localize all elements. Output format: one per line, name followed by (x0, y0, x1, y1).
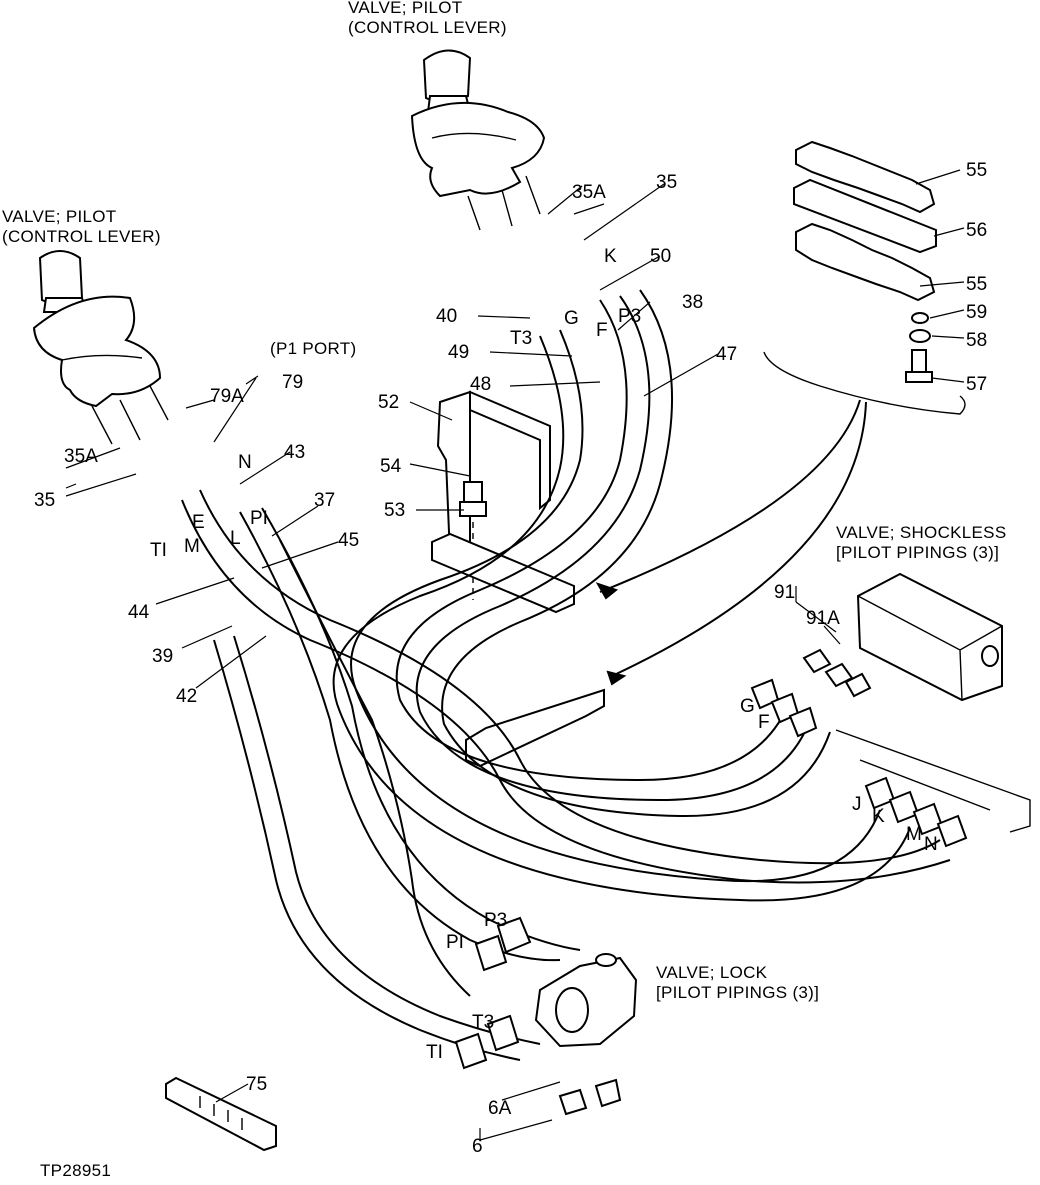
port-g-right: G (740, 696, 755, 717)
part-number-57: 57 (966, 374, 987, 395)
port-f-top: F (596, 320, 608, 341)
shockless-valve-title-line-2: [PILOT PIPINGS (3)] (836, 543, 999, 562)
top-pilot-valve (410, 49, 546, 231)
part-number-55-lower: 55 (966, 274, 987, 295)
top-valve-title-line-2: (CONTROL LEVER) (348, 18, 507, 37)
part-number-38: 38 (682, 292, 703, 313)
port-p3-top: P3 (618, 306, 641, 327)
port-pi-left: PI (250, 508, 268, 529)
part-number-58: 58 (966, 330, 987, 351)
part-number-35a-top: 35A (572, 182, 606, 203)
figure-id: TP28951 (40, 1161, 111, 1180)
part-number-56: 56 (966, 220, 987, 241)
left-valve-title-line-1: VALVE; PILOT (2, 207, 116, 226)
clamp-assembly (595, 140, 966, 686)
part-number-47: 47 (716, 344, 737, 365)
port-pi-lock: PI (446, 932, 464, 953)
band-tie-75 (165, 1076, 277, 1152)
part-number-49: 49 (448, 342, 469, 363)
port-j-right: J (852, 794, 862, 815)
port-g-top: G (564, 308, 579, 329)
port-letter-labels: K T3 G F P3 N E PI TI M L G F J K M N P3… (150, 246, 938, 1063)
part-number-45: 45 (338, 530, 359, 551)
port-k-top: K (604, 246, 617, 267)
lock-valve (454, 916, 638, 1116)
part-number-55-upper: 55 (966, 160, 987, 181)
part-number-59: 59 (966, 302, 987, 323)
part-number-6a: 6A (488, 1098, 512, 1119)
leader-lines (65, 169, 965, 1141)
part-number-54: 54 (380, 456, 402, 477)
port-n-left: N (238, 452, 252, 473)
part-number-53: 53 (384, 500, 405, 521)
lock-valve-title-line-2: [PILOT PIPINGS (3)] (656, 983, 819, 1002)
port-t3-top: T3 (510, 328, 532, 349)
port-k-right: K (872, 806, 885, 827)
part-number-48: 48 (470, 374, 491, 395)
part-number-79: 79 (282, 372, 303, 393)
port-e-left: E (192, 512, 205, 533)
left-pilot-valve (32, 250, 169, 445)
port-ti-left: TI (150, 540, 167, 561)
port-n-right: N (924, 834, 938, 855)
part-number-35-left: 35 (34, 490, 55, 511)
port-m-left: M (184, 536, 200, 557)
bracket-52 (436, 390, 551, 600)
part-number-40: 40 (436, 306, 457, 327)
part-number-50: 50 (650, 246, 671, 267)
part-number-44: 44 (128, 602, 150, 623)
part-number-6: 6 (472, 1136, 483, 1157)
shockless-valve-title-line-1: VALVE; SHOCKLESS (836, 523, 1006, 542)
part-number-35-top: 35 (656, 172, 677, 193)
part-number-91a: 91A (806, 608, 840, 629)
title-labels: VALVE; PILOT (CONTROL LEVER) VALVE; PILO… (2, 0, 1006, 1180)
lock-valve-title-line-1: VALVE; LOCK (656, 963, 768, 982)
right-fittings (864, 776, 968, 848)
part-number-43: 43 (284, 442, 305, 463)
part-number-42: 42 (176, 686, 197, 707)
port-p3-lock: P3 (484, 910, 507, 931)
port-m-right: M (906, 824, 922, 845)
top-valve-title-line-1: VALVE; PILOT (348, 0, 462, 17)
port-f-right: F (758, 712, 770, 733)
part-number-91: 91 (774, 582, 795, 603)
part-number-39: 39 (152, 646, 173, 667)
shockless-valve (750, 572, 1031, 833)
p1-port-label: (P1 PORT) (270, 339, 356, 358)
port-t3-lock: T3 (472, 1012, 494, 1033)
part-number-37: 37 (314, 490, 335, 511)
port-l-left: L (230, 528, 241, 549)
part-number-labels: 35A 35 50 38 40 49 48 47 52 54 53 55 56 … (34, 160, 987, 1157)
part-number-52: 52 (378, 392, 399, 413)
hose-clamps (431, 532, 605, 768)
part-number-75: 75 (246, 1074, 267, 1095)
left-valve-title-line-2: (CONTROL LEVER) (2, 227, 161, 246)
part-number-35a-left: 35A (64, 446, 98, 467)
port-ti-lock: TI (426, 1042, 443, 1063)
part-number-79a: 79A (210, 386, 244, 407)
